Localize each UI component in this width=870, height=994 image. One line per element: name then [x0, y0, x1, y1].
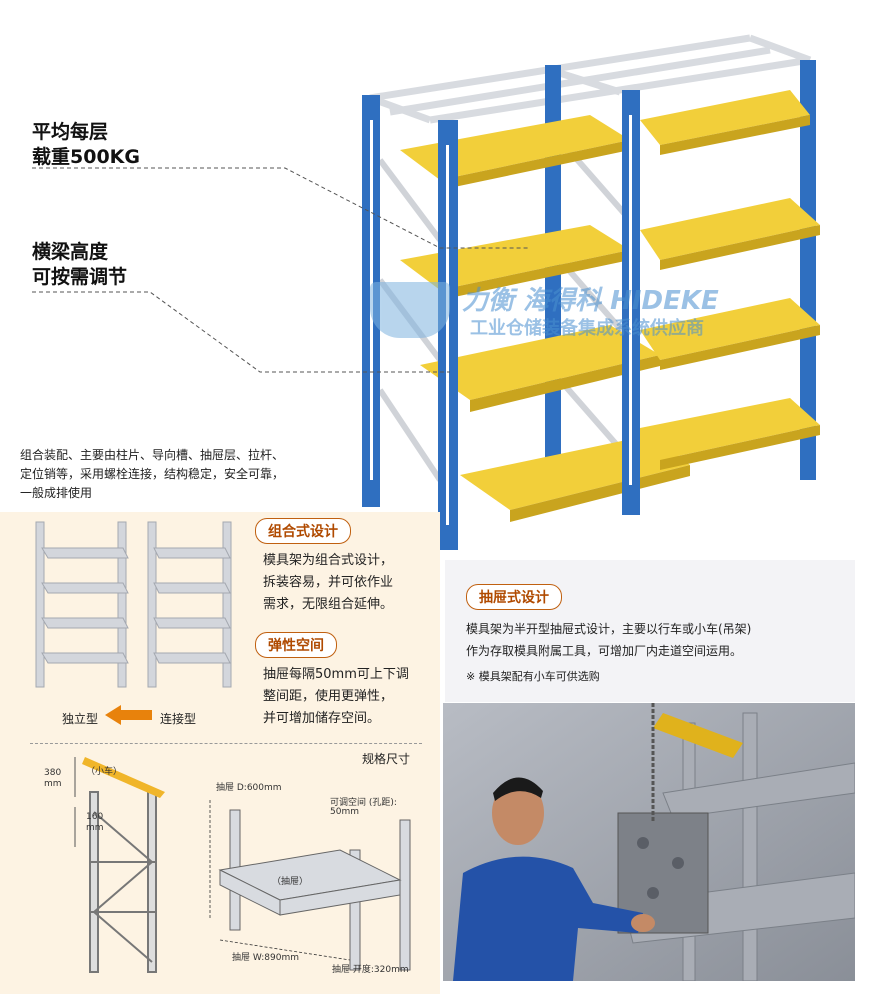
- flex-line-1: 抽屉每隔50mm可上下调: [263, 667, 409, 682]
- drawer-width: 抽屉 W:890mm: [232, 953, 299, 963]
- mold-rack-illustration: [362, 34, 820, 550]
- watermark-subtitle: 工业仓储装备集成系统供应商: [470, 318, 704, 339]
- drawer-text: 模具架为半开型抽屉式设计，主要以行车或小车(吊架) 作为存取模具附属工具，可增加…: [466, 618, 851, 662]
- adjust-space-1: 可调空间 (孔距):: [330, 798, 397, 808]
- drawer-tag: 抽屉式设计: [466, 584, 562, 610]
- drawer-line-2: 作为存取模具附属工具，可增加厂内走道空间运用。: [466, 644, 743, 658]
- combo-tag: 组合式设计: [255, 518, 351, 544]
- flex-line-3: 并可增加储存空间。: [263, 711, 381, 726]
- worker-photo: [443, 703, 855, 981]
- combo-line-1: 模具架为组合式设计，: [263, 553, 394, 568]
- beam-line-2: 可按需调节: [32, 266, 128, 288]
- drawer-design-panel: [445, 560, 855, 702]
- drawer-depth: 抽屉 D:600mm: [216, 783, 282, 793]
- load-capacity-label: 平均每层 载重500KG: [32, 120, 140, 170]
- unit-mm-1: mm: [44, 779, 62, 789]
- flex-tag-label: 弹性空间: [255, 632, 337, 658]
- leader-lines: [32, 167, 530, 373]
- drawer-label: （抽屉）: [272, 877, 309, 887]
- arrow-left-icon: [105, 705, 121, 725]
- combo-tag-label: 组合式设计: [255, 518, 351, 544]
- spec-title: 规格尺寸: [362, 752, 411, 766]
- load-line-2: 载重500KG: [32, 146, 140, 168]
- combo-line-2: 拆装容易，并可依作业: [263, 575, 394, 590]
- combo-text: 模具架为组合式设计， 拆装容易，并可依作业 需求，无限组合延伸。: [263, 550, 393, 616]
- beam-line-1: 横梁高度: [32, 241, 109, 263]
- flex-tag: 弹性空间: [255, 632, 337, 658]
- drawer-line-1: 模具架为半开型抽屉式设计，主要以行车或小车(吊架): [466, 622, 752, 636]
- intro-line-1: 组合装配、主要由柱片、导向槽、抽屉层、拉杆、: [20, 448, 285, 462]
- watermark-brand: 力衡 海得科 HIDEKE: [462, 286, 719, 316]
- beam-height-label: 横梁高度 可按需调节: [32, 240, 127, 290]
- height-380: 380: [44, 768, 62, 778]
- drawer-tag-label: 抽屉式设计: [466, 584, 562, 610]
- trolley-diagram: [74, 757, 165, 973]
- unit-mm-2: mm: [86, 823, 104, 833]
- height-160: 160: [86, 812, 104, 822]
- flex-text: 抽屉每隔50mm可上下调 整间距，使用更弹性， 并可增加储存空间。: [263, 664, 409, 730]
- arrow-shaft: [120, 710, 152, 720]
- load-line-1: 平均每层: [32, 121, 109, 143]
- drawer-open: 抽屉 开度:320mm: [332, 965, 409, 975]
- adjust-space-2: 50mm: [330, 807, 359, 817]
- combo-line-3: 需求，无限组合延伸。: [263, 597, 394, 612]
- intro-line-3: 一般成排使用: [20, 486, 93, 500]
- rack-types-illustration: [35, 521, 232, 688]
- watermark-logo-icon: [370, 282, 450, 338]
- drawer-diagram: [209, 800, 411, 971]
- flex-line-2: 整间距，使用更弹性，: [263, 689, 394, 704]
- divider: [30, 743, 422, 744]
- drawer-note: ※ 模具架配有小车可供选购: [466, 670, 600, 683]
- connected-label: 连接型: [160, 712, 197, 726]
- intro-text: 组合装配、主要由柱片、导向槽、抽屉层、拉杆、 定位销等，采用螺栓连接，结构稳定，…: [20, 446, 380, 503]
- standalone-label: 独立型: [62, 712, 99, 726]
- trolley-label: （小车）: [86, 767, 123, 777]
- intro-line-2: 定位销等，采用螺栓连接，结构稳定，安全可靠，: [20, 467, 285, 481]
